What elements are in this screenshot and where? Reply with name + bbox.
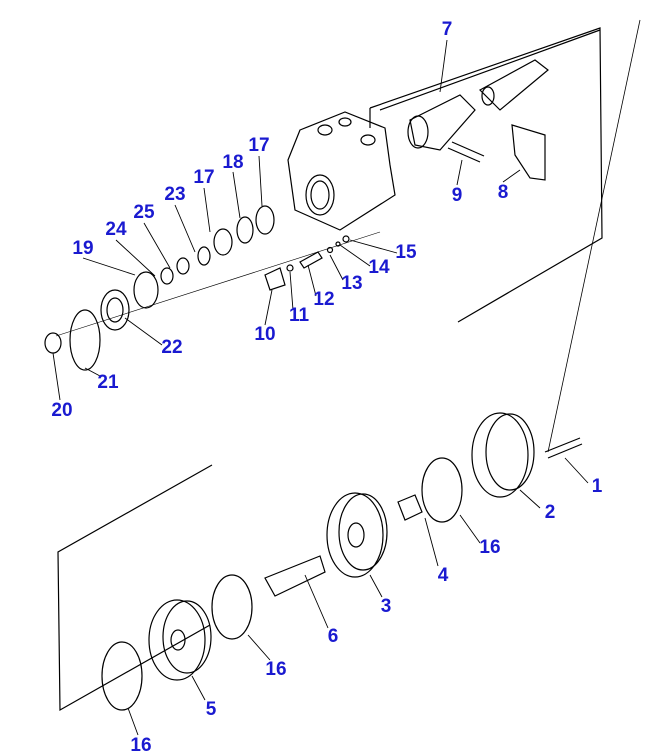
valve-housing: [287, 111, 396, 231]
centering-springs: [511, 124, 546, 181]
pin: [447, 141, 485, 163]
callout-3: 3: [380, 596, 392, 617]
callout-24: 24: [105, 219, 127, 240]
seal-rings-upper: [44, 205, 275, 371]
spool-sleeve: [407, 59, 549, 151]
callout-9: 9: [451, 185, 463, 206]
callout-21: 21: [97, 372, 119, 393]
callout-16: 16: [130, 735, 152, 755]
callout-10: 10: [254, 324, 276, 345]
callout-20: 20: [51, 400, 73, 421]
callout-1: 1: [591, 476, 603, 497]
callout-2: 2: [544, 502, 556, 523]
lower-assembly: [101, 412, 583, 711]
frame-upper: [369, 27, 603, 323]
callout-15: 15: [395, 242, 417, 263]
callout-17: 17: [248, 135, 270, 156]
callout-19: 19: [72, 238, 94, 259]
leader-lines: [52, 39, 589, 736]
callout-23: 23: [164, 184, 186, 205]
callout-5: 5: [205, 699, 217, 720]
callout-16: 16: [265, 659, 287, 680]
callout-14: 14: [368, 257, 390, 278]
callout-18: 18: [222, 152, 244, 173]
callout-11: 11: [288, 305, 310, 326]
callout-6: 6: [327, 626, 339, 647]
check-valve-parts: [264, 235, 350, 291]
callout-22: 22: [161, 337, 183, 358]
callout-12: 12: [313, 289, 335, 310]
callout-7: 7: [441, 19, 453, 40]
callout-4: 4: [437, 565, 449, 586]
callout-8: 8: [497, 182, 509, 203]
callout-17: 17: [193, 167, 215, 188]
callout-16: 16: [479, 537, 501, 558]
callout-25: 25: [133, 202, 155, 223]
callout-13: 13: [341, 273, 363, 294]
frame-lower: [57, 464, 213, 712]
